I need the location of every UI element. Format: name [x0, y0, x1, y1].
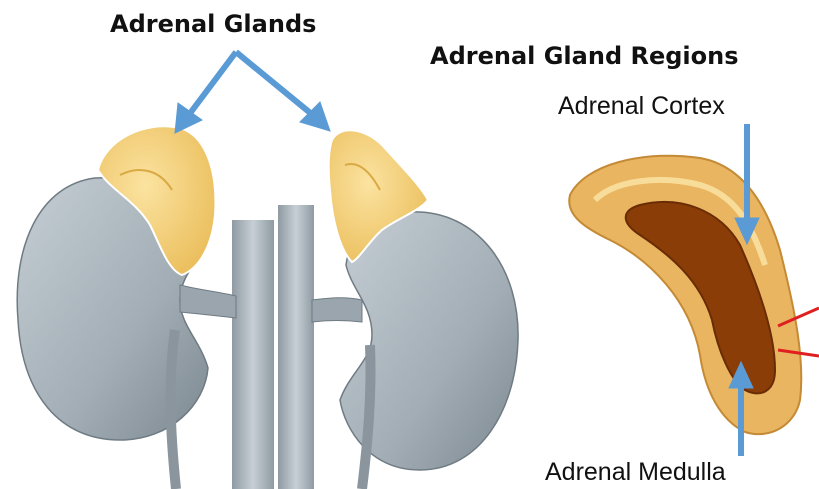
label-adrenal-gland-regions: Adrenal Gland Regions — [430, 42, 739, 70]
left-renal-vessels — [180, 285, 236, 318]
label-adrenal-medulla: Adrenal Medulla — [545, 458, 726, 487]
vena-cava — [278, 205, 314, 489]
arrow-to-left-gland — [188, 52, 236, 116]
right-renal-vessels — [312, 298, 362, 322]
adrenal-cortex-region — [569, 156, 801, 434]
label-adrenal-cortex: Adrenal Cortex — [558, 92, 725, 121]
label-adrenal-glands: Adrenal Glands — [110, 10, 316, 38]
arrow-to-right-gland — [236, 52, 314, 116]
aorta — [232, 220, 274, 489]
left-ureter — [171, 330, 176, 489]
